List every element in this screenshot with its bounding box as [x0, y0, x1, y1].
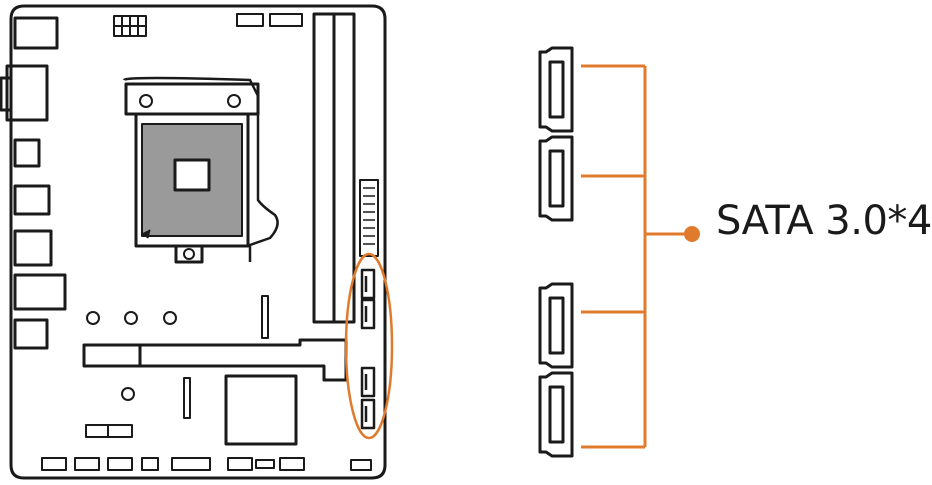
chipset — [224, 374, 298, 446]
sata-highlight-ellipse — [344, 252, 394, 440]
bottom-headers — [41, 424, 372, 471]
callout-bracket — [581, 64, 690, 449]
callout-dot — [684, 226, 700, 242]
board-outline — [9, 4, 387, 480]
sata-port-1 — [538, 46, 574, 133]
onboard-sata-ports — [360, 268, 376, 430]
sata-port-4 — [538, 371, 574, 458]
mount-holes — [86, 311, 177, 401]
pcie-slot — [82, 295, 348, 419]
sata-port-3 — [538, 282, 574, 369]
sata-port-2 — [538, 135, 574, 222]
sata-connectors-enlarged — [538, 46, 574, 458]
sata-callout-label: SATA 3.0*4 — [716, 198, 932, 244]
rear-io-ports — [0, 16, 67, 350]
ram-slots — [312, 12, 379, 324]
cpu-socket — [122, 76, 279, 264]
top-headers — [113, 13, 303, 37]
